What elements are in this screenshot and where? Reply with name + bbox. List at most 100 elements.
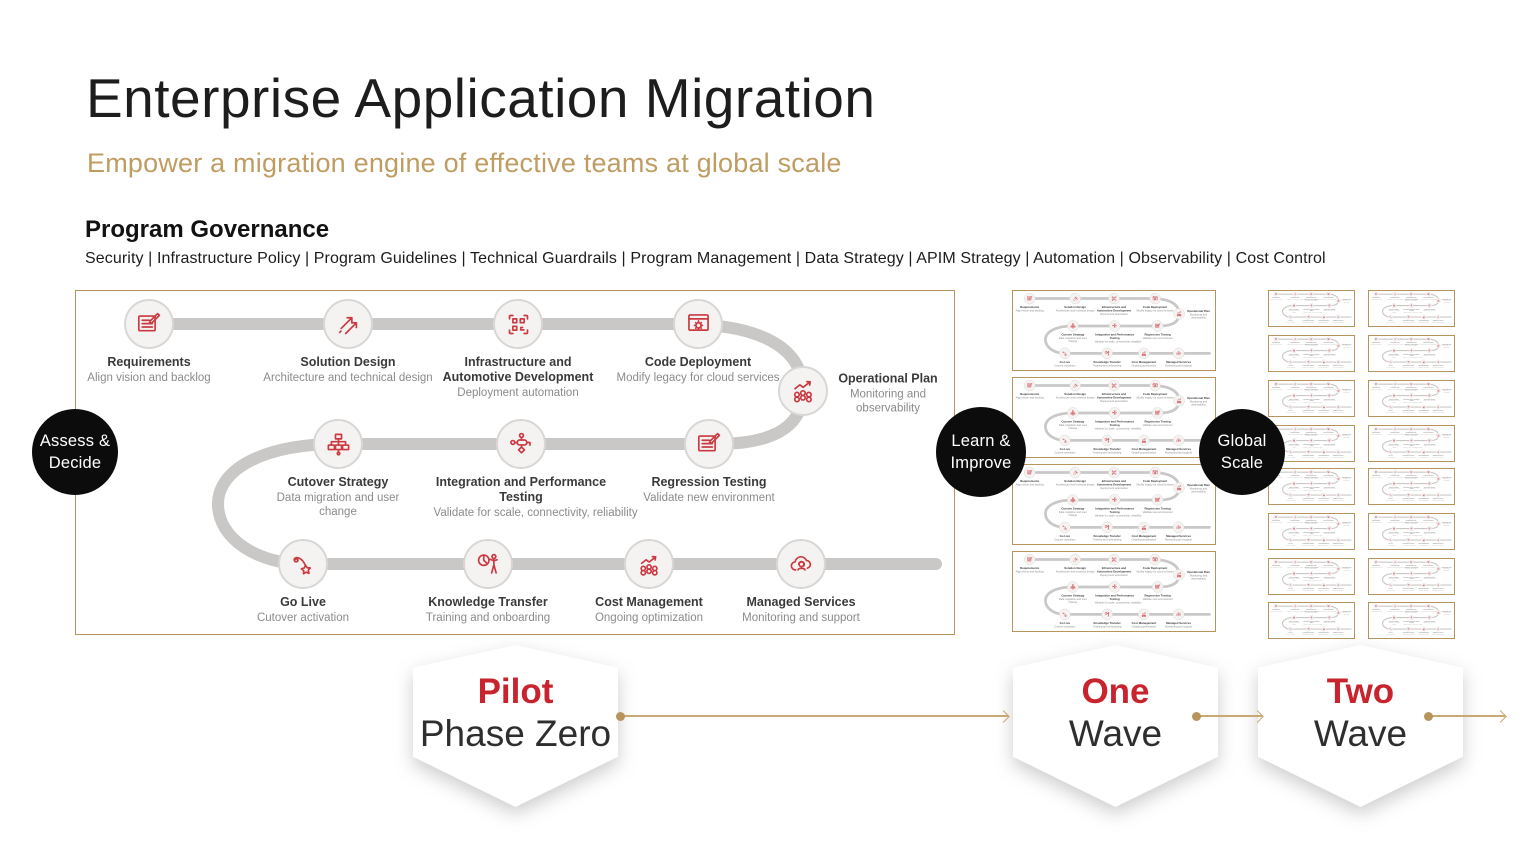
step-desc: Architecture and technical design bbox=[1055, 570, 1095, 574]
step-title: Integration and Performance Testing bbox=[1095, 333, 1135, 340]
step-title: Cost Management bbox=[1318, 632, 1329, 634]
step-title: Cost Management bbox=[1418, 588, 1429, 590]
step-title: Operational Plan bbox=[1341, 433, 1352, 436]
chart-coins-icon bbox=[1436, 566, 1441, 571]
rocket-star-icon bbox=[1388, 537, 1394, 543]
person-chart-icon bbox=[1305, 492, 1311, 498]
step-title: Infrastructure and Automotive Developmen… bbox=[1096, 305, 1132, 313]
step-desc: Cutover activation bbox=[1286, 589, 1296, 591]
document-edit-icon bbox=[1373, 291, 1379, 297]
step-title: Managed Services bbox=[1332, 455, 1344, 457]
window-gear-icon bbox=[1425, 381, 1431, 387]
page-title: Enterprise Application Migration bbox=[86, 67, 876, 129]
step-title: Requirements bbox=[1020, 566, 1040, 570]
rocket-star-icon bbox=[1388, 492, 1394, 498]
step-desc: Architecture and technical design bbox=[1286, 433, 1304, 435]
chart-coins-icon bbox=[1336, 610, 1341, 615]
document-edit-icon bbox=[1327, 348, 1332, 353]
step-desc: Align vision and backlog bbox=[1370, 476, 1382, 478]
document-edit-icon bbox=[1023, 379, 1036, 392]
step-title: Cutover Strategy bbox=[1389, 443, 1399, 445]
step-desc: Monitoring and observability bbox=[849, 388, 927, 415]
step-desc: Architecture and technical design bbox=[1286, 343, 1304, 345]
step-title: Code Deployment bbox=[1423, 432, 1434, 434]
step-title: Cost Management bbox=[1418, 543, 1429, 545]
step-desc: Monitoring and support bbox=[1332, 366, 1344, 368]
step-title: Managed Services bbox=[1432, 543, 1444, 545]
step-title: Cost Management bbox=[1131, 447, 1157, 451]
rocket-star-icon bbox=[1388, 359, 1394, 365]
step-title: Managed Services bbox=[1332, 632, 1344, 634]
sitemap-icon bbox=[1291, 571, 1297, 576]
step-desc: Monitoring and support bbox=[742, 612, 860, 624]
step-desc: Ongoing optimization bbox=[1131, 538, 1157, 542]
cloud-support-icon bbox=[1335, 626, 1341, 632]
step-title: Managed Services bbox=[1432, 632, 1444, 634]
step-title: Managed Services bbox=[1332, 365, 1344, 367]
step-desc: Cutover activation bbox=[1286, 411, 1296, 413]
step-title: Integration and Performance Testing bbox=[1303, 620, 1320, 624]
window-gear-icon bbox=[1425, 336, 1431, 342]
step-title: Cutover Strategy bbox=[1061, 507, 1085, 511]
document-edit-icon bbox=[1151, 494, 1164, 506]
step-desc: Training and onboarding bbox=[1302, 321, 1315, 323]
window-gear-icon bbox=[1425, 514, 1431, 520]
step-title: Operational Plan bbox=[1441, 298, 1452, 301]
milestone-global-scale: Global Scale bbox=[1199, 409, 1285, 495]
rocket-star-icon bbox=[1288, 314, 1294, 320]
step-desc: Monitoring and observability bbox=[1342, 435, 1351, 438]
document-edit-icon bbox=[1327, 438, 1332, 443]
step-title: Regression Testing bbox=[1323, 398, 1335, 400]
sitemap-icon bbox=[1067, 581, 1079, 593]
step-desc: Deployment automation bbox=[457, 387, 579, 399]
phase-one-name: One bbox=[1081, 672, 1150, 711]
step-desc: Monitoring and observability bbox=[1442, 300, 1451, 303]
step-title: Code Deployment bbox=[1142, 479, 1168, 483]
step-desc: Monitoring and support bbox=[1432, 456, 1444, 458]
connector-dot bbox=[1423, 711, 1433, 721]
step-desc: Align vision and backlog bbox=[1370, 433, 1382, 435]
window-gear-icon bbox=[1325, 514, 1331, 520]
step-title: Requirements bbox=[1271, 520, 1280, 522]
step-title: Cutover Strategy bbox=[1061, 420, 1085, 424]
qr-code-icon bbox=[1108, 553, 1120, 566]
step-title: Managed Services bbox=[1432, 455, 1444, 457]
step-desc: Monitoring and observability bbox=[1342, 300, 1351, 303]
step-title: Managed Services bbox=[1332, 543, 1344, 545]
step-desc: Cutover activation bbox=[1286, 366, 1296, 368]
step-title: Cost Management bbox=[1318, 320, 1329, 322]
rocket-star-icon bbox=[1288, 449, 1294, 455]
step-desc: Validate for scale, connectivity, reliab… bbox=[1303, 401, 1323, 403]
person-chart-icon bbox=[1405, 314, 1411, 320]
step-desc: Modify legacy for cloud services bbox=[1320, 476, 1337, 478]
sitemap-icon bbox=[1391, 348, 1397, 353]
step-title: Managed Services bbox=[1432, 365, 1444, 367]
